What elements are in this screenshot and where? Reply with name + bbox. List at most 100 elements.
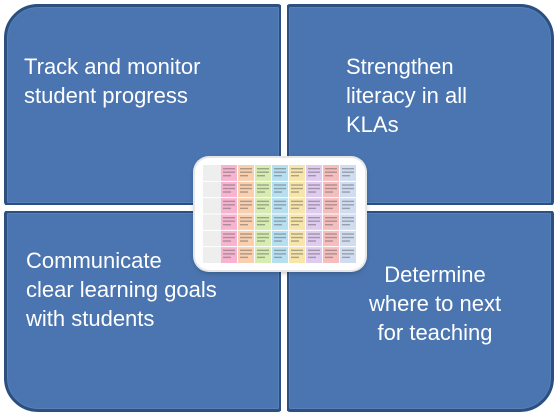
thumb-text-line: [223, 175, 231, 177]
rubric-table-graphic: [203, 165, 357, 263]
thumb-text-line: [257, 175, 265, 177]
thumb-text-line: [274, 204, 286, 206]
thumb-text-line: [223, 184, 235, 186]
thumb-text-line: [240, 253, 252, 255]
thumb-text-line: [342, 207, 350, 210]
thumb-text-line: [325, 236, 337, 239]
thumb-text-line: [325, 224, 333, 226]
thumb-text-line: [240, 224, 248, 226]
thumb-text-line: [274, 184, 286, 186]
thumb-text-line: [291, 224, 299, 226]
thumb-text-line: [342, 168, 354, 170]
thumb-text-line: [240, 187, 252, 190]
thumb-text-line: [342, 256, 350, 259]
label-line: clear learning goals: [26, 277, 217, 302]
thumb-text-line: [325, 184, 337, 186]
thumb-text-line: [240, 240, 248, 242]
thumb-text-line: [223, 204, 235, 206]
thumb-text-line: [342, 187, 354, 190]
thumb-text-line: [325, 200, 337, 203]
thumb-text-line: [291, 175, 299, 177]
thumb-text-line: [274, 249, 286, 252]
thumb-text-line: [308, 217, 320, 219]
thumb-text-line: [274, 233, 286, 235]
thumb-text-line: [325, 187, 337, 190]
thumb-text-line: [223, 217, 235, 219]
rubric-table-thumbnail-icon: [195, 158, 365, 270]
thumb-text-line: [223, 168, 235, 170]
label-strengthen-literacy: Strengthen literacy in all KLAs: [346, 52, 467, 139]
thumb-text-line: [325, 171, 337, 173]
thumb-text-line: [223, 256, 231, 259]
thumb-text-line: [257, 207, 265, 210]
thumb-text-line: [274, 207, 282, 210]
label-line: Strengthen: [346, 54, 454, 79]
thumb-text-line: [274, 236, 286, 239]
quadrant-track-progress: [4, 4, 282, 206]
label-where-to-next: Determine where to next for teaching: [369, 260, 501, 347]
thumb-text-line: [342, 240, 350, 242]
label-line: for teaching: [377, 320, 493, 345]
thumb-text-line: [308, 187, 320, 190]
thumb-text-line: [342, 204, 354, 206]
thumb-text-line: [274, 175, 282, 177]
thumb-text-line: [257, 204, 269, 206]
thumb-text-line: [308, 233, 320, 235]
label-line: with students: [26, 306, 155, 331]
thumb-text-line: [223, 207, 231, 210]
thumb-text-line: [325, 207, 333, 210]
thumb-text-line: [342, 191, 350, 193]
thumb-text-line: [257, 220, 269, 222]
thumb-text-line: [257, 249, 269, 252]
thumb-text-line: [325, 191, 333, 193]
label-line: Communicate: [26, 248, 162, 273]
thumb-text-line: [308, 191, 316, 193]
thumb-text-line: [308, 204, 320, 206]
thumb-text-line: [291, 253, 303, 255]
thumb-text-line: [257, 171, 269, 173]
thumb-text-line: [257, 184, 269, 186]
thumb-text-line: [274, 253, 286, 255]
thumb-text-line: [308, 220, 320, 222]
thumb-text-line: [240, 233, 252, 235]
thumb-text-line: [308, 184, 320, 186]
thumb-text-line: [308, 224, 316, 226]
thumb-text-line: [325, 233, 337, 235]
thumb-text-line: [274, 168, 286, 170]
thumb-text-line: [274, 224, 282, 226]
thumb-text-line: [257, 168, 269, 170]
thumb-text-line: [308, 168, 320, 170]
thumb-text-line: [257, 200, 269, 203]
thumb-text-line: [325, 217, 337, 219]
thumb-text-line: [325, 256, 333, 259]
thumb-text-line: [240, 220, 252, 222]
thumb-text-line: [240, 249, 252, 252]
thumb-text-line: [223, 191, 231, 193]
thumb-text-line: [308, 236, 320, 239]
thumb-text-line: [223, 220, 235, 222]
thumb-text-line: [240, 200, 252, 203]
thumb-text-line: [240, 256, 248, 259]
label-line: where to next: [369, 291, 502, 316]
thumb-text-line: [274, 187, 286, 190]
thumb-text-line: [342, 233, 354, 235]
thumb-text-line: [342, 220, 354, 222]
thumb-text-line: [223, 233, 235, 235]
thumb-text-line: [223, 249, 235, 252]
thumb-text-line: [257, 240, 265, 242]
thumb-text-line: [291, 236, 303, 239]
thumb-text-line: [257, 253, 269, 255]
thumb-text-line: [223, 224, 231, 226]
thumb-text-line: [257, 191, 265, 193]
thumb-text-line: [325, 204, 337, 206]
thumb-text-line: [291, 240, 299, 242]
thumb-text-line: [325, 175, 333, 177]
thumb-text-line: [291, 233, 303, 235]
thumb-text-line: [240, 184, 252, 186]
thumb-text-line: [257, 217, 269, 219]
thumb-text-line: [274, 191, 282, 193]
thumb-text-line: [325, 168, 337, 170]
label-line: KLAs: [346, 112, 399, 137]
thumb-text-line: [257, 224, 265, 226]
thumb-text-line: [257, 236, 269, 239]
